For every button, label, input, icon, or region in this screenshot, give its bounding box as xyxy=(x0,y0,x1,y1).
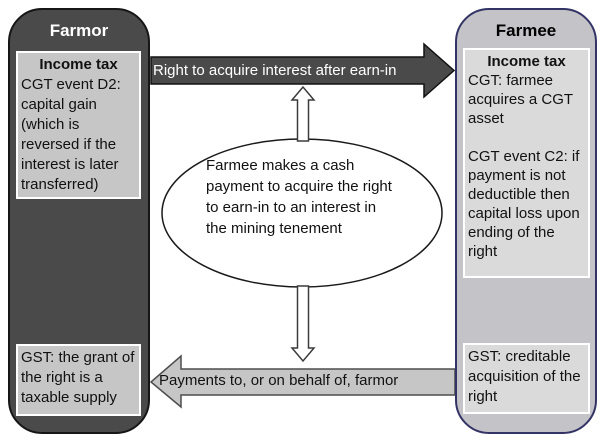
left-arrow-label: Payments to, or on behalf of, farmor xyxy=(159,372,399,389)
farmee-income-tax-heading: Income tax xyxy=(487,53,566,70)
farmor-gst-text: GST: the grant of the right is a taxable… xyxy=(21,349,135,406)
farmee-income-tax-text: CGT: farmee acquires a CGT asset CGT eve… xyxy=(468,71,585,261)
farmor-income-tax-text: CGT event D2: capital gain (which is rev… xyxy=(21,76,121,193)
ellipse-text: Farmee makes a cash payment to acquire t… xyxy=(206,157,392,237)
up-arrow-icon xyxy=(290,85,316,142)
farmee-income-tax-paragraph-1: CGT: farmee acquires a CGT asset xyxy=(468,72,573,127)
farmee-gst-text: GST: creditable acquisition of the right xyxy=(468,348,581,405)
farmor-panel: Farmor Income tax CGT event D2: capital … xyxy=(8,8,150,434)
farmor-title: Farmor xyxy=(49,21,109,40)
farmee-gst-box: GST: creditable acquisition of the right xyxy=(463,343,590,414)
farmee-income-tax-paragraph-2: CGT event C2: if payment is not deductib… xyxy=(468,148,580,260)
down-arrow-icon xyxy=(290,285,316,363)
right-arrow-shape xyxy=(150,42,456,99)
farmee-panel: Farmee Income tax CGT: farmee acquires a… xyxy=(455,8,597,434)
farmee-income-tax-box: Income tax CGT: farmee acquires a CGT as… xyxy=(463,48,590,278)
right-arrow-label: Right to acquire interest after earn-in xyxy=(153,62,397,79)
farmor-income-tax-box: Income tax CGT event D2: capital gain (w… xyxy=(16,51,141,199)
farmor-income-tax-heading: Income tax xyxy=(39,56,118,73)
farmee-title: Farmee xyxy=(495,21,557,40)
farmor-gst-box: GST: the grant of the right is a taxable… xyxy=(16,344,141,416)
